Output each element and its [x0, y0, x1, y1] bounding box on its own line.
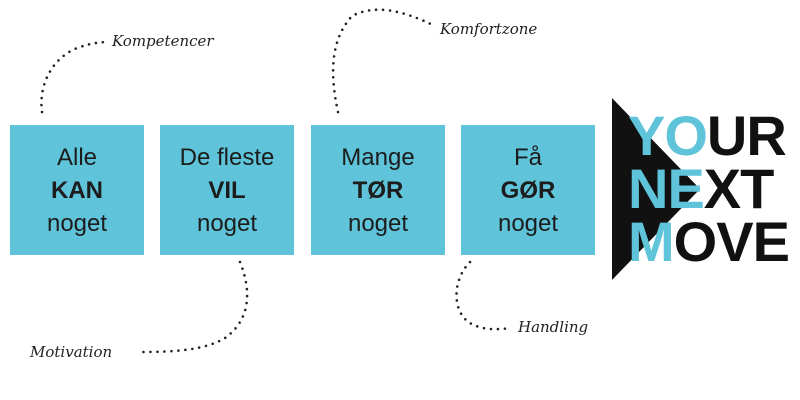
logo-line-move: MOVE [628, 214, 790, 270]
label-kompetencer: Kompetencer [112, 32, 214, 50]
label-komfortzone: Komfortzone [440, 20, 538, 38]
box-de-fleste-vil: De fleste VIL noget [160, 125, 294, 255]
logo-line-your: YOUR [628, 108, 787, 164]
connector-handling [455, 260, 512, 331]
logo-rest: OVE [673, 210, 790, 273]
box-keyword: TØR [352, 176, 404, 204]
box-faa-gor: Få GØR noget [461, 125, 595, 255]
box-line1: Mange [341, 143, 415, 171]
box-keyword: VIL [208, 176, 246, 204]
box-line3: noget [347, 209, 409, 237]
box-line1: Få [513, 143, 542, 171]
logo-accent: NE [628, 157, 705, 220]
box-line1: De fleste [179, 143, 275, 171]
box-keyword: KAN [51, 176, 103, 204]
box-alle-kan: Alle KAN noget [10, 125, 144, 255]
logo-accent: M [628, 210, 675, 273]
logo-rest: UR [706, 104, 787, 167]
label-motivation: Motivation [30, 343, 113, 361]
box-line3: noget [497, 209, 559, 237]
connector-komfortzone [331, 8, 437, 114]
box-line3: noget [46, 209, 108, 237]
your-next-move-logo: YOUR NEXT MOVE [612, 98, 792, 280]
label-handling: Handling [518, 318, 589, 336]
connector-kompetencer [40, 40, 110, 114]
box-keyword: GØR [500, 176, 556, 204]
box-mange-tor: Mange TØR noget [311, 125, 445, 255]
logo-accent: YO [628, 104, 708, 167]
logo-triangle [612, 98, 700, 280]
logo-line-next: NEXT [628, 161, 774, 217]
connector-motivation [138, 260, 249, 354]
box-line1: Alle [56, 143, 98, 171]
logo-rest: XT [703, 157, 775, 220]
box-line3: noget [196, 209, 258, 237]
